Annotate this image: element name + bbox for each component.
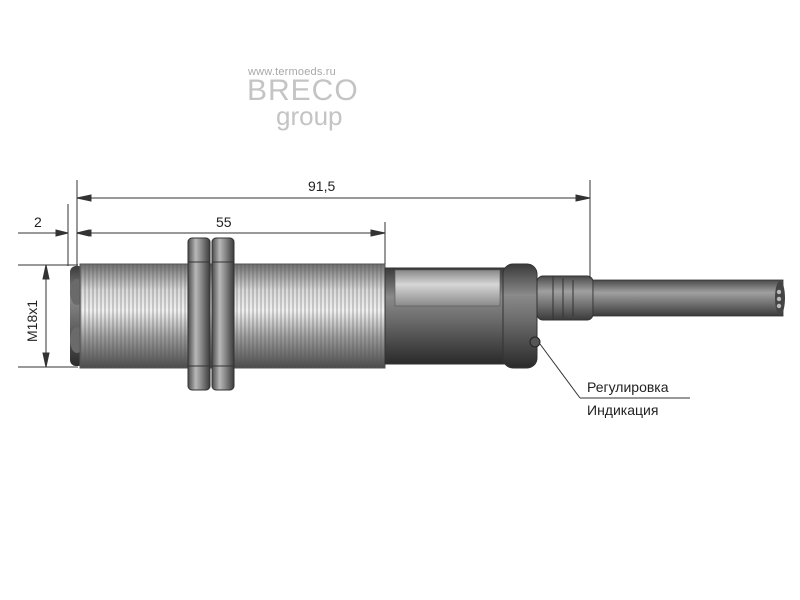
watermark-brand: BRECO [247,74,359,107]
dimension-thread-size: M18x1 [24,299,40,342]
dimension-total-length: 91,5 [308,178,336,194]
dimension-lines [18,180,690,399]
lock-nut-outer [187,237,211,391]
callout-indication: Индикация [587,402,659,418]
dimension-thread-length: 55 [216,214,232,230]
watermark-group: group [276,101,343,131]
callout-adjustment: Регулировка [587,379,669,395]
end-cap [502,263,541,369]
cable-strain-relief [536,275,594,321]
watermark-url: www.termoeds.ru [248,66,336,78]
lock-nut-inner [211,237,235,391]
rear-housing [384,267,506,365]
cable [592,279,785,317]
adjustment-indicator-icon [529,336,541,348]
dimension-lens-offset: 2 [34,214,42,230]
